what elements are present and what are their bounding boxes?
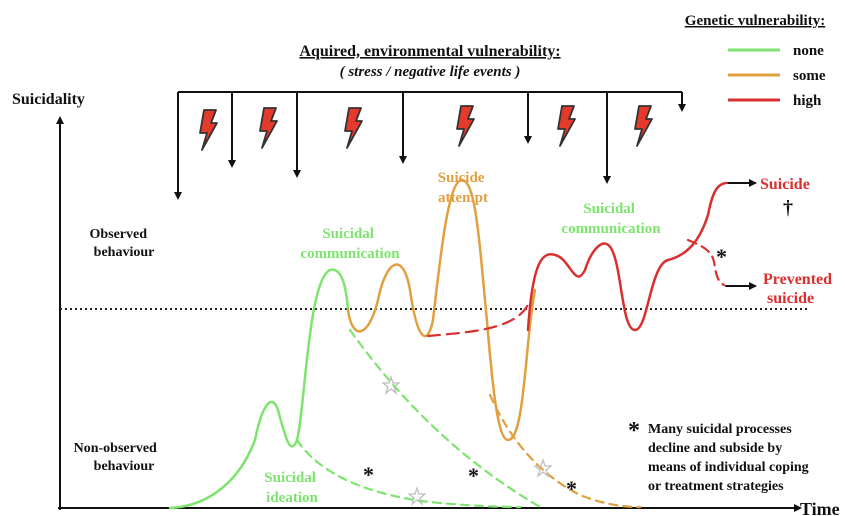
legend-label-none: none <box>793 43 824 59</box>
asterisk-marker: * <box>363 462 374 487</box>
observed-behaviour-label: Observed behaviour <box>89 227 154 260</box>
stage-communication1-label: Suicidal communication <box>300 226 400 262</box>
legend-item-high: high <box>728 93 822 109</box>
asterisk-marker: * <box>566 476 577 501</box>
curve-some-dashed <box>488 393 642 509</box>
suicidality-curves <box>168 178 757 510</box>
curve-asterisks: * * * * <box>363 244 727 501</box>
axes: Suicidality Time <box>12 91 840 516</box>
non-observed-behaviour-label: Non-observed behaviour <box>74 441 161 474</box>
footnote-text: Many suicidal processes decline and subs… <box>648 422 812 494</box>
outcome-suicide-label: Suicide <box>760 176 810 193</box>
legend-item-some: some <box>728 68 826 84</box>
star-icon <box>407 485 427 506</box>
lightning-bolt-icon <box>199 109 218 151</box>
lightning-bolt-icon <box>259 107 278 149</box>
outcome-asterisk: * <box>716 244 727 269</box>
outcome-labels: Suicide † Prevented suicide <box>760 176 836 307</box>
stress-arrows <box>174 92 686 200</box>
lightning-bolt-icon <box>456 105 475 147</box>
star-icon <box>381 374 401 395</box>
stage-attempt-label: Suicide attempt <box>438 170 488 206</box>
curve-high-dashed-bridge <box>426 298 532 338</box>
curve-high-solid <box>526 181 728 332</box>
grey-stars <box>381 374 553 506</box>
stage-labels: Suicidal ideation Suicidal communication… <box>264 170 661 506</box>
curve-none-solid <box>168 268 350 510</box>
dagger-icon: † <box>783 197 793 219</box>
legend: Genetic vulnerability: none some high <box>685 13 826 109</box>
lightning-bolt-icon <box>634 105 653 147</box>
zone-labels: Observed behaviour Non-observed behaviou… <box>74 227 161 474</box>
star-icon <box>533 457 553 478</box>
x-axis-label: Time <box>800 499 840 516</box>
legend-item-none: none <box>728 43 824 59</box>
stage-communication2-label: Suicidal communication <box>561 201 661 237</box>
legend-label-some: some <box>793 68 826 84</box>
environment-title: Aquired, environmental vulnerability: <box>299 43 560 60</box>
stage-ideation-label: Suicidal ideation <box>264 470 319 506</box>
lightning-bolt-icon <box>344 107 363 149</box>
legend-title: Genetic vulnerability: <box>685 13 825 29</box>
curve-high-dashed-prevented <box>686 238 726 287</box>
curve-none-dashed <box>348 328 542 509</box>
footnote-asterisk: * <box>628 418 640 444</box>
curve-none-dashed <box>295 438 522 509</box>
stress-bolts <box>199 105 653 151</box>
curve-some-solid <box>346 178 537 442</box>
environmental-vulnerability: Aquired, environmental vulnerability: ( … <box>174 43 686 200</box>
legend-label-high: high <box>793 93 822 109</box>
lightning-bolt-icon <box>557 105 576 147</box>
y-axis-label: Suicidality <box>12 91 85 108</box>
environment-subtitle: ( stress / negative life events ) <box>340 64 521 80</box>
footnote: * Many suicidal processes decline and su… <box>628 418 812 494</box>
asterisk-marker: * <box>468 463 479 488</box>
outcome-prevented-label: Prevented suicide <box>763 271 836 307</box>
